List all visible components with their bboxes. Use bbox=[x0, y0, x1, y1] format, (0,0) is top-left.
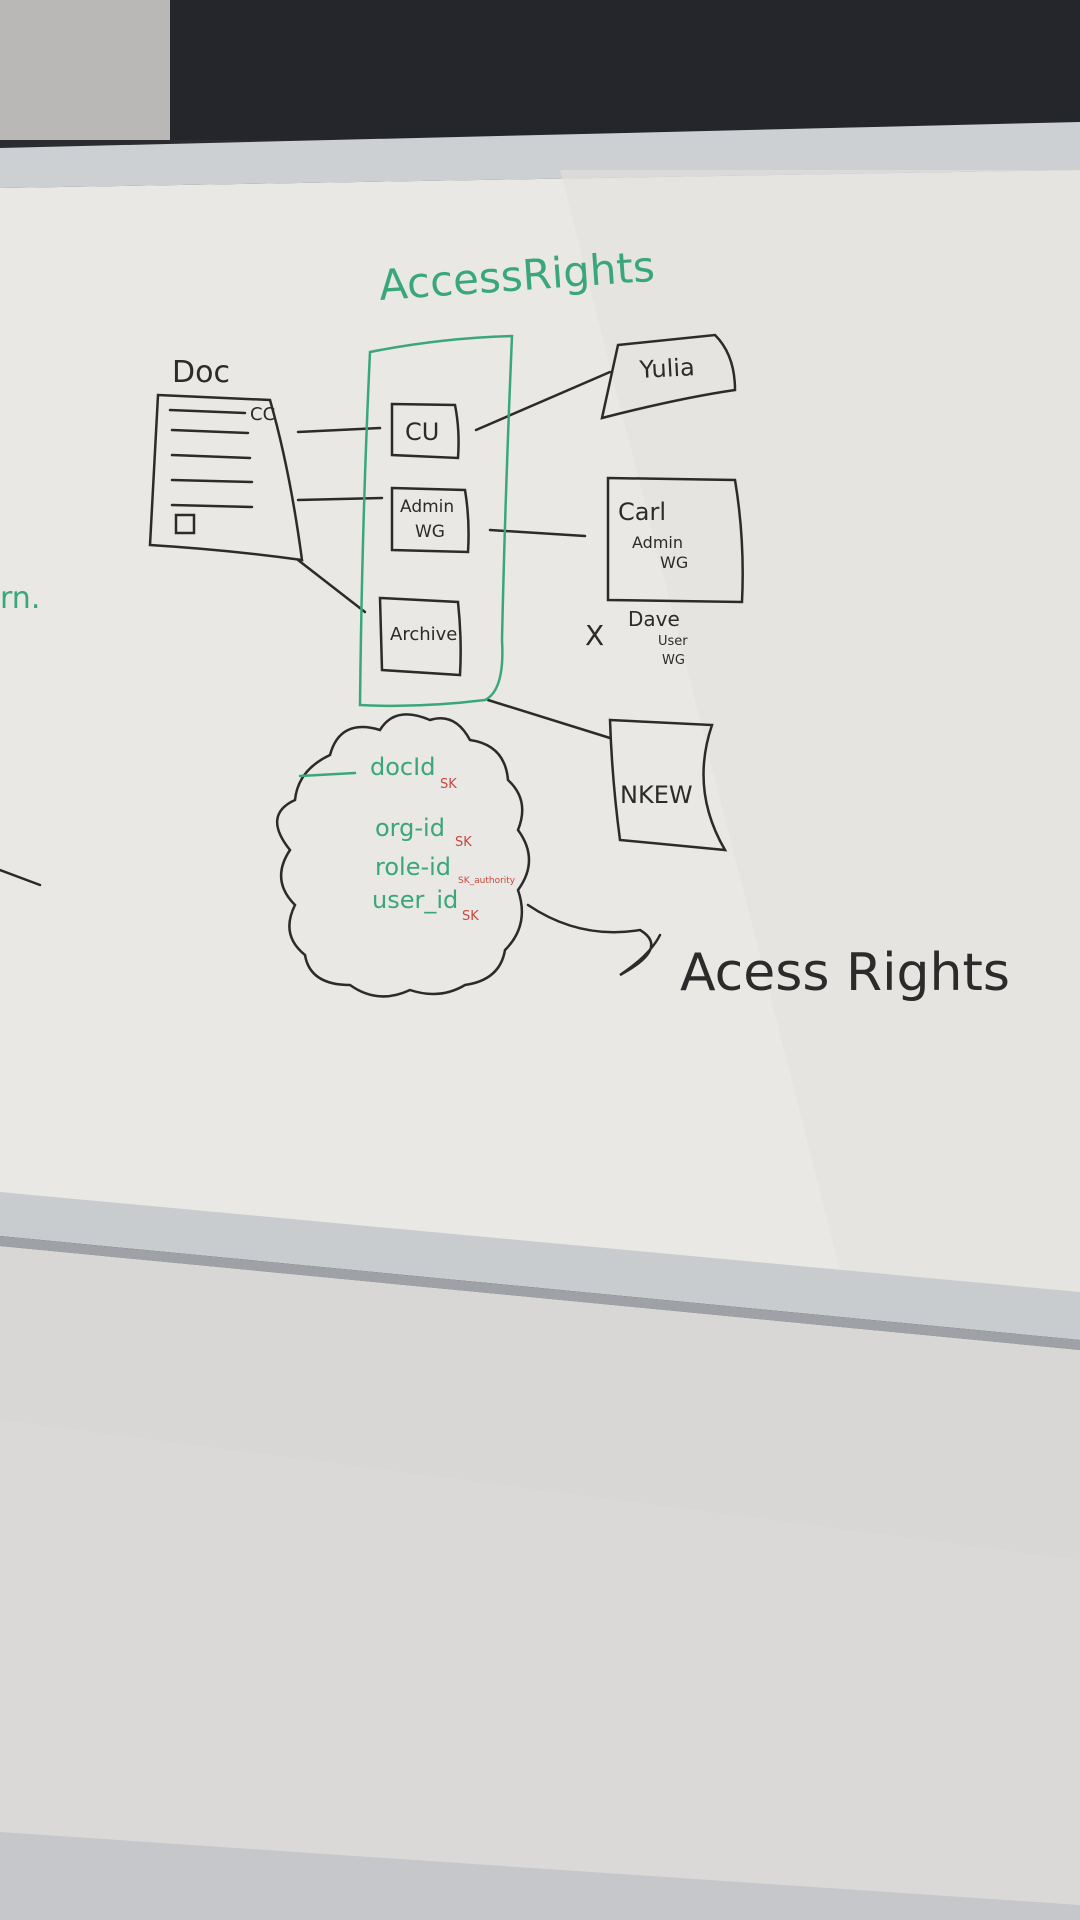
cloud-roleid-tag: SK_authority bbox=[458, 876, 516, 886]
cloud-docid-tag: SK bbox=[440, 777, 457, 792]
cloud-userid-tag: SK bbox=[462, 909, 479, 924]
rail-shadow bbox=[0, 1236, 1080, 1350]
user-dave-role-label: User bbox=[658, 634, 688, 649]
user-carl-label: Carl bbox=[618, 498, 666, 526]
doc-line bbox=[170, 428, 250, 435]
connector bbox=[296, 496, 384, 502]
user-nkew-label: NKEW bbox=[620, 781, 693, 809]
user-carl-role-label-2: WG bbox=[660, 553, 688, 572]
black-strokes bbox=[0, 333, 744, 998]
archive-role-box bbox=[378, 596, 462, 677]
doc-line bbox=[168, 408, 247, 415]
role-cu-label: CU bbox=[405, 418, 439, 446]
doc-corner-label: CC bbox=[250, 404, 275, 425]
doc-page-outline bbox=[148, 393, 304, 562]
bottom-frame bbox=[0, 1832, 1080, 1920]
doc-line bbox=[170, 478, 254, 484]
connector bbox=[486, 698, 612, 740]
dave-cross-mark: X bbox=[585, 619, 604, 652]
user-carl-role-label: Admin bbox=[632, 533, 683, 552]
nkew-box bbox=[608, 718, 728, 852]
cloud-docid: docId bbox=[370, 753, 435, 781]
green-strokes bbox=[298, 334, 514, 778]
connector bbox=[296, 558, 367, 614]
doc-line bbox=[170, 453, 252, 460]
carl-box bbox=[606, 476, 744, 604]
yulia-box bbox=[600, 333, 737, 420]
result-access-rights: Acess Rights bbox=[680, 943, 1010, 1003]
middle-rail bbox=[0, 1192, 1080, 1340]
role-container bbox=[358, 334, 514, 708]
result-arrow bbox=[526, 903, 662, 977]
user-dave-label: Dave bbox=[628, 607, 680, 631]
admin-role-box bbox=[390, 486, 470, 554]
role-admin-label: Admin bbox=[400, 497, 454, 517]
dark-wall-top bbox=[0, 0, 1080, 140]
cloud-userid: user_id bbox=[372, 886, 458, 914]
doc-line bbox=[170, 503, 254, 509]
cloud-arrow bbox=[298, 771, 357, 778]
cloud-outline bbox=[275, 713, 531, 998]
doc-checkbox bbox=[174, 513, 196, 535]
cloud-roleid: role-id bbox=[375, 853, 451, 881]
lower-board-light bbox=[0, 1420, 1080, 1920]
user-yulia-label: Yulia bbox=[638, 353, 696, 384]
cloud-orgid-tag: SK bbox=[455, 835, 472, 850]
role-archive-label: Archive bbox=[390, 624, 457, 645]
role-admin-label-2: WG bbox=[415, 522, 445, 542]
board-shade bbox=[560, 170, 1080, 1295]
user-dave-role-label-2: WG bbox=[662, 653, 685, 668]
edge-stroke bbox=[0, 868, 42, 887]
connector bbox=[474, 370, 612, 432]
doc-label: Doc bbox=[172, 355, 230, 390]
cu-role-box bbox=[390, 402, 460, 460]
cloud-orgid: org-id bbox=[375, 814, 445, 842]
left-grey-panel bbox=[0, 0, 170, 140]
left-edge-text-fragment: rn. bbox=[0, 581, 40, 616]
